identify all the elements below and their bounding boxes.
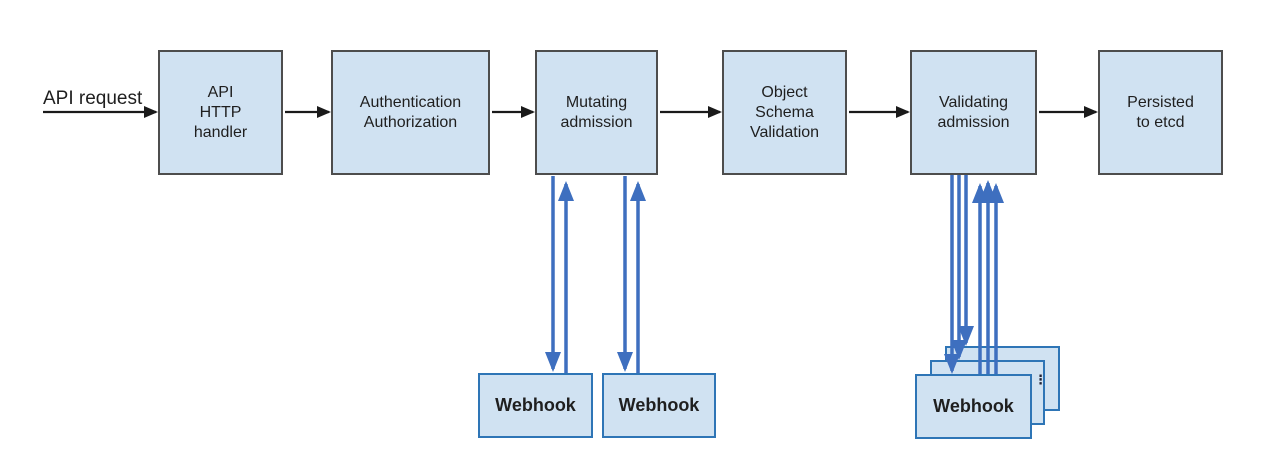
mutating-webhook-arrows: [545, 176, 646, 373]
node-label: Persisted to etcd: [1127, 93, 1194, 131]
node-label: Object Schema Validation: [749, 83, 820, 141]
mutating-webhook-1: Webhook: [478, 373, 593, 438]
node-label: Webhook: [933, 396, 1014, 416]
node-label: API HTTP handler: [193, 83, 248, 141]
node-label: Mutating admission: [560, 93, 633, 131]
more-webhooks-ellipsis-icon: ⋮: [1034, 372, 1047, 387]
node-validating-admission: Validating admission: [910, 50, 1037, 175]
validating-webhook-front: Webhook: [915, 374, 1032, 439]
node-mutating-admission: Mutating admission: [535, 50, 658, 175]
node-label: Validating admission: [937, 93, 1010, 131]
node-label: Webhook: [618, 395, 700, 415]
mutating-webhook-2: Webhook: [602, 373, 716, 438]
validating-webhook-arrows: [944, 174, 1004, 374]
node-authentication-authorization: Authentication Authorization: [331, 50, 490, 175]
node-object-schema-validation: Object Schema Validation: [722, 50, 847, 175]
api-request-label: API request: [43, 88, 143, 109]
node-persisted-to-etcd: Persisted to etcd: [1098, 50, 1223, 175]
node-label: Webhook: [495, 395, 576, 415]
node-label: Authentication Authorization: [359, 93, 462, 131]
node-api-http-handler: API HTTP handler: [158, 50, 283, 175]
